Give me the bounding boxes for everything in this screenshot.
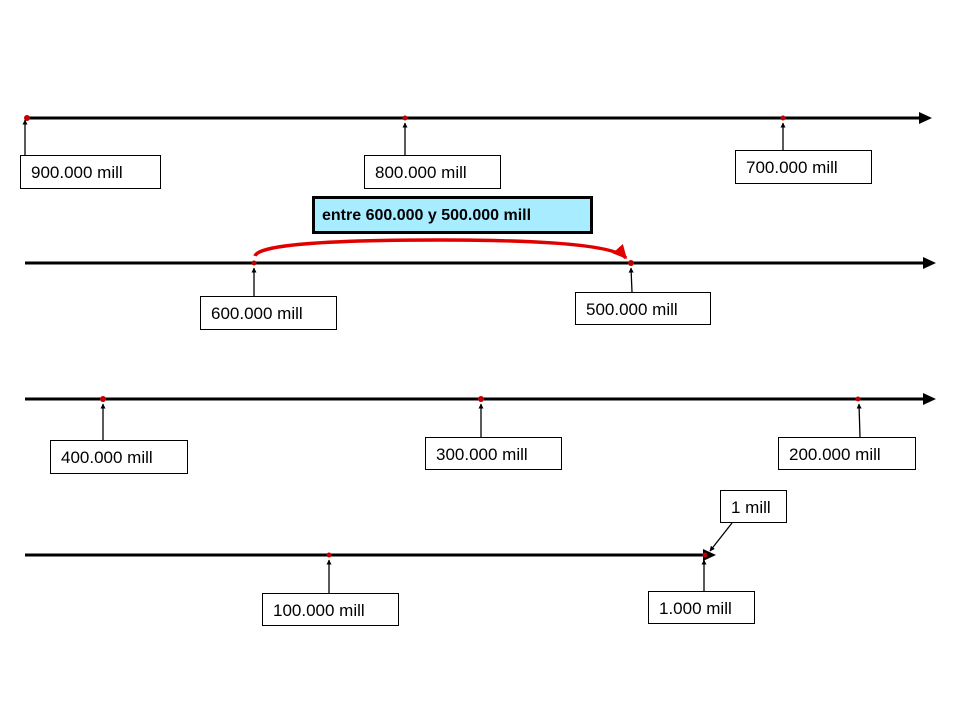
number-line-4 [25,549,716,561]
label-500k: 500.000 mill [575,292,711,325]
pointer-1 [709,522,733,552]
label-900k: 900.000 mill [20,155,161,189]
point-800k [402,115,408,121]
label-1000: 1.000 mill [648,591,755,624]
label-400k: 400.000 mill [50,440,188,474]
point-600k [251,260,257,266]
label-100k: 100.000 mill [262,593,399,626]
label-800k: 800.000 mill [364,155,501,189]
point-300k [478,396,484,402]
label-1: 1 mill [720,490,787,523]
highlight-box: entre 600.000 y 500.000 mill [312,196,593,234]
pointer-500k [628,267,634,293]
range-arc [253,238,628,260]
label-300k: 300.000 mill [425,437,562,470]
label-200k: 200.000 mill [778,437,916,470]
point-1000 [702,552,708,558]
number-line-3 [25,393,936,405]
point-100k [326,552,332,558]
label-700k: 700.000 mill [735,150,872,184]
point-200k [855,396,861,402]
point-700k [780,115,786,121]
point-400k [100,396,106,402]
point-500k [628,260,634,266]
number-line-2 [25,257,936,269]
number-line-1 [25,112,932,124]
label-600k: 600.000 mill [200,296,337,330]
pointer-200k [856,403,862,438]
